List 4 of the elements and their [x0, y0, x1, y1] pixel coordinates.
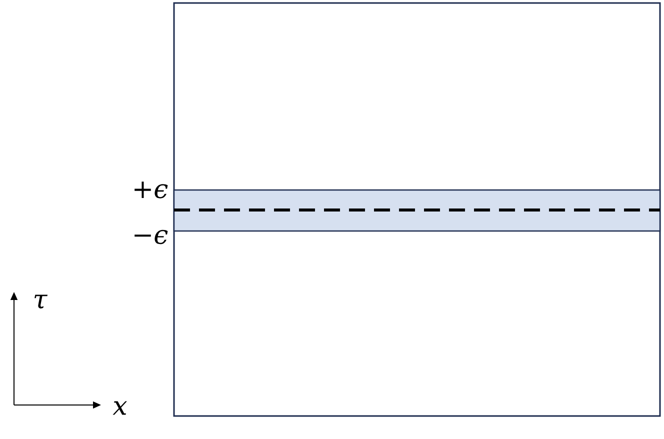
- axis-label: τ: [34, 294, 48, 308]
- axis-label: x: [112, 401, 127, 415]
- axis-label: +ϵ: [134, 182, 168, 198]
- axis-label: −ϵ: [134, 230, 168, 244]
